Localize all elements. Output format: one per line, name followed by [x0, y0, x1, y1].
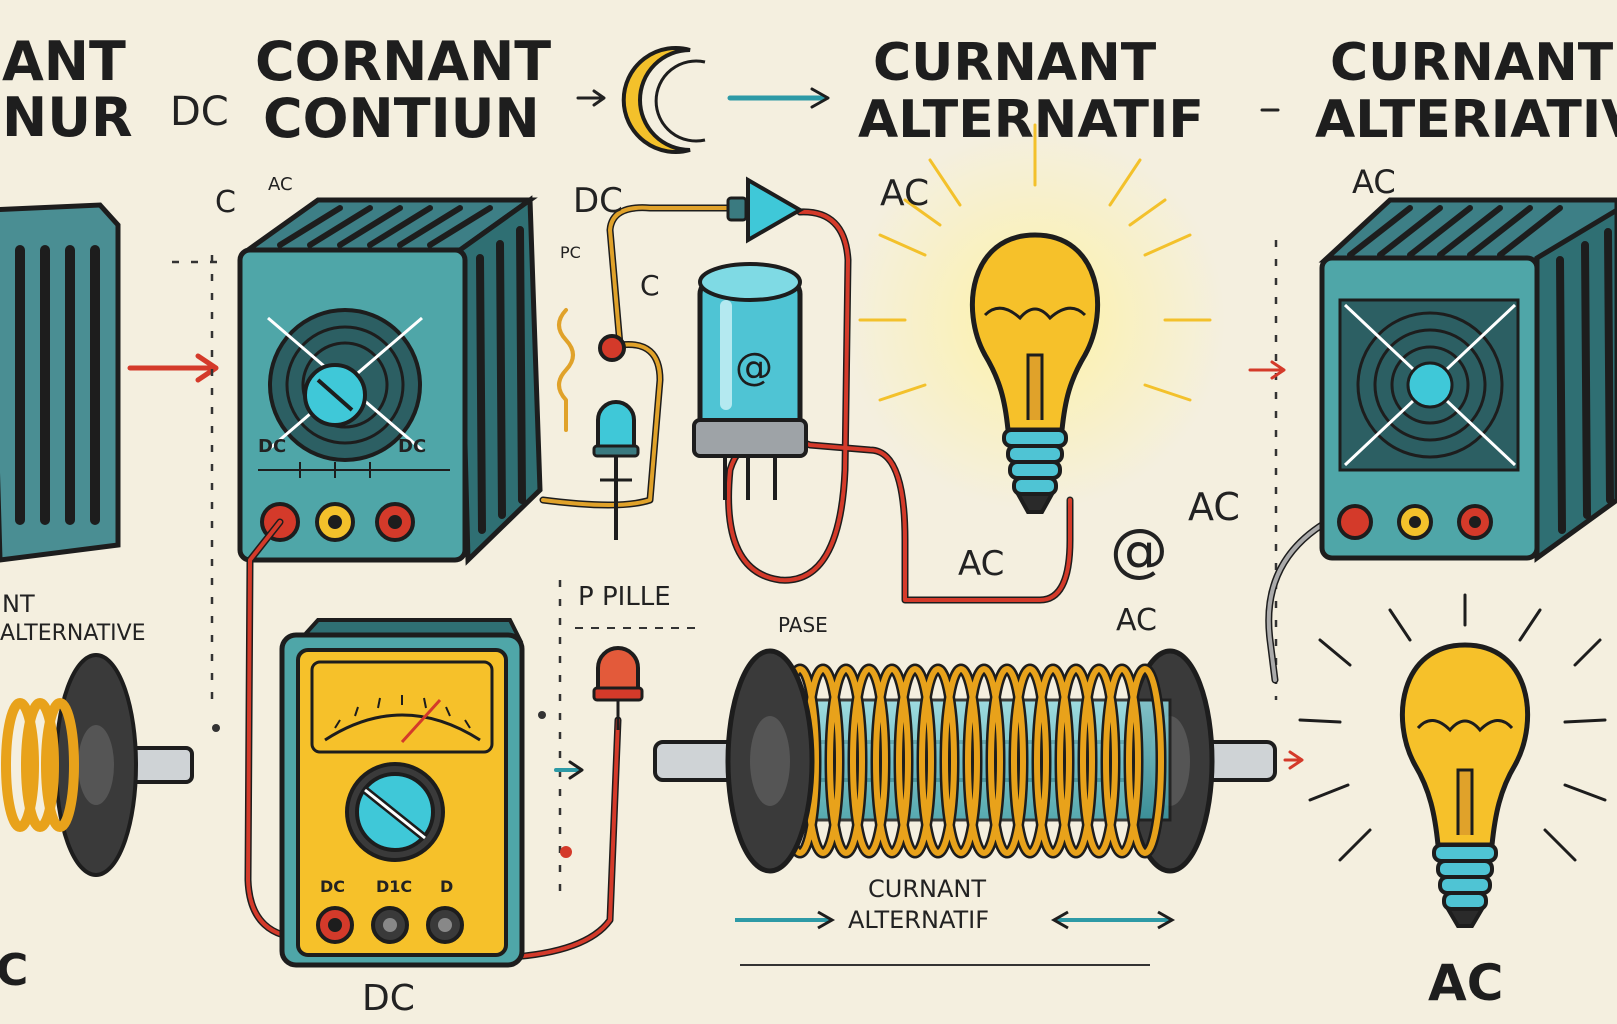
at-symbol: @	[1110, 516, 1168, 584]
ac-at-right-label: AC	[1188, 485, 1240, 529]
junction-dot	[598, 334, 626, 362]
left-title-line2: NUR	[2, 86, 133, 149]
dc-title-line1: CORNANT	[255, 30, 551, 93]
pase-label: PASE	[778, 613, 828, 637]
coil-winding	[873, 666, 911, 856]
coil-label-line2: ALTERNATIF	[848, 906, 989, 934]
coil-winding	[1057, 666, 1095, 856]
nt-label: NT	[2, 590, 35, 618]
ac-bottom-right-label: AC	[1428, 954, 1503, 1012]
left-title-line1: ANT	[2, 30, 126, 93]
p-pille-label: P PILLE	[578, 582, 671, 612]
blue-led-icon	[592, 400, 640, 540]
left-power-supply-icon: NT ALTERNATIVE	[0, 202, 146, 646]
coil-winding	[965, 666, 1003, 856]
capacitor-icon: @	[692, 262, 808, 500]
coil-winding	[988, 666, 1026, 856]
c-mid-label: C	[640, 269, 660, 302]
double-arrow-icon	[735, 910, 1176, 930]
meter-dc-label: DC	[320, 877, 345, 896]
ac-title-line1: CURNANT	[873, 33, 1157, 93]
dashed-guides	[172, 240, 1278, 900]
coil-winding	[1080, 666, 1118, 856]
diode-icon	[726, 176, 805, 244]
right-power-supply-icon	[1318, 197, 1617, 563]
moon-icon	[621, 46, 706, 154]
top-arrows	[576, 46, 1280, 154]
coil-winding	[850, 666, 888, 856]
alternative-label: ALTERNATIVE	[0, 621, 146, 646]
right-title-line2: ALTERIATIV	[1315, 90, 1617, 150]
c-label: C	[215, 185, 236, 220]
psu-dc-left-label: DC	[258, 436, 286, 457]
red-led-icon	[592, 646, 644, 730]
dc-title-line2: CONTIUN	[263, 87, 540, 150]
coil-winding	[827, 666, 865, 856]
coil-winding	[919, 666, 957, 856]
left-coil-icon: C	[0, 653, 194, 996]
coil-winding	[1103, 666, 1141, 856]
capacitor-symbol: @	[735, 345, 773, 389]
dc-bottom-label: DC	[362, 978, 415, 1019]
ac-below-at-label: AC	[1116, 603, 1157, 638]
coil-winding	[942, 666, 980, 856]
coil-winding	[1011, 666, 1049, 856]
ac-top-right-label: AC	[1352, 163, 1396, 201]
right-title-line1: CURNANT	[1330, 33, 1614, 93]
dc-prefix-label: DC	[170, 89, 229, 135]
psu-dc-right-label: DC	[398, 436, 426, 457]
coil-label-line1: CURNANT	[868, 875, 986, 903]
titles: ANT NUR DC CORNANT CONTIUN CURNANT ALTER…	[2, 30, 1617, 150]
ac-small-label: AC	[268, 174, 293, 195]
coil-winding	[896, 666, 934, 856]
dc-label-top: DC	[573, 181, 623, 221]
multimeter-icon: DC D1C D	[279, 618, 525, 968]
coil-winding	[1034, 666, 1072, 856]
light-bulb-icon	[1298, 593, 1607, 928]
coil-winding	[1126, 666, 1164, 856]
svg-text:C: C	[0, 945, 28, 996]
light-bulb-icon	[845, 123, 1225, 514]
dc-power-supply-icon: DC DC	[237, 195, 543, 566]
meter-d-label: D	[440, 877, 453, 896]
ac-bulb-label: AC	[880, 173, 929, 214]
ac-wire-label: AC	[958, 544, 1004, 584]
pc-label: PC	[560, 243, 581, 262]
meter-dic-label: D1C	[376, 877, 412, 896]
coil-icon	[653, 648, 1277, 874]
